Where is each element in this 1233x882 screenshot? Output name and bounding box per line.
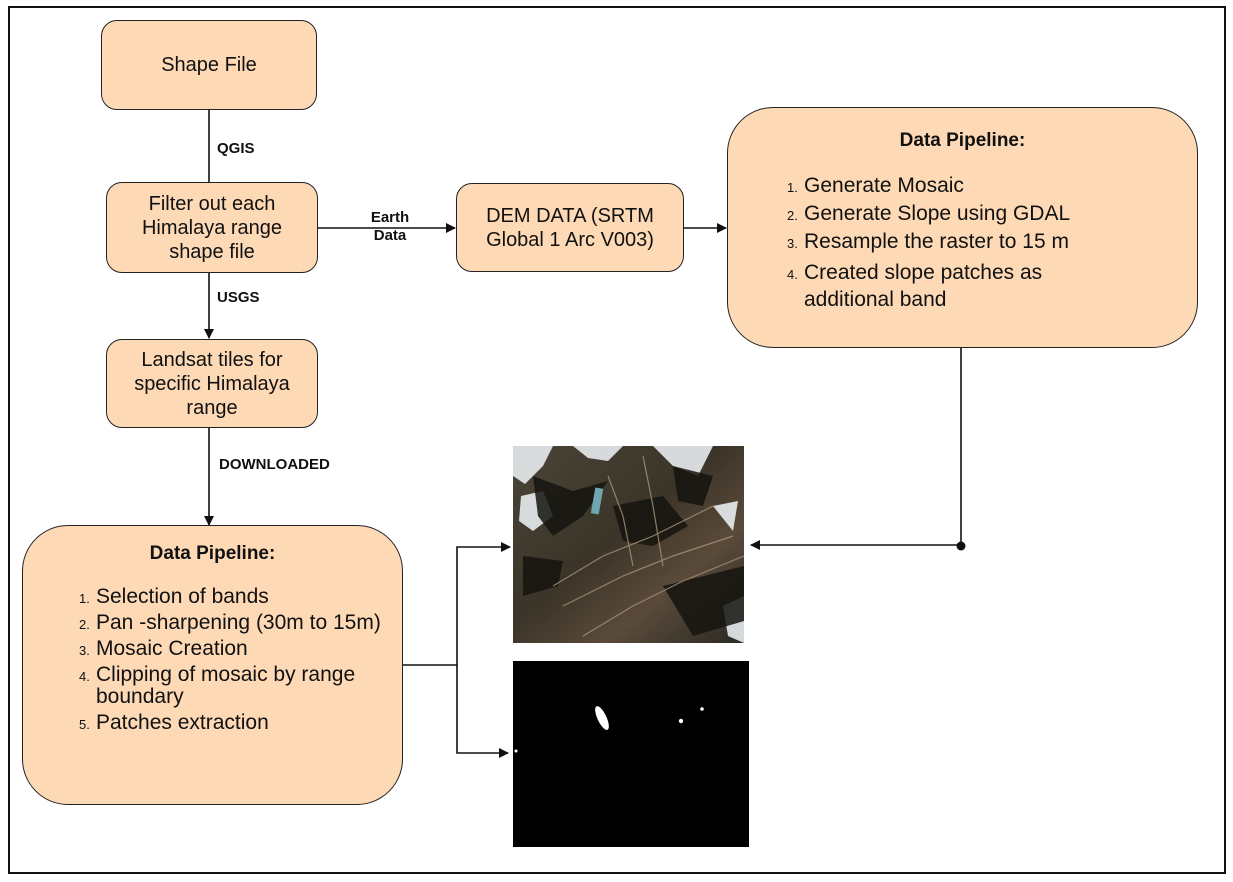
node-landsat-text: Landsat tiles for specific Himalaya rang… — [134, 348, 290, 419]
satellite-image-patch-icon — [513, 446, 744, 643]
pipeline-dem-step: Generate Slope using GDAL — [787, 202, 1071, 228]
node-dem-text: DEM DATA (SRTM Global 1 Arc V003) — [486, 204, 654, 251]
diagram-frame — [8, 6, 1226, 874]
label-qgis: QGIS — [217, 140, 255, 157]
pipeline-landsat-step: Mosaic Creation — [79, 637, 248, 663]
node-pipeline-landsat: Data Pipeline: Selection of bands Pan -s… — [22, 525, 403, 805]
pipeline-dem-step: Generate Mosaic — [787, 174, 964, 200]
pipeline-landsat-step: Selection of bands — [79, 585, 269, 611]
node-pipeline-dem: Data Pipeline: Generate Mosaic Generate … — [727, 107, 1198, 348]
label-usgs: USGS — [217, 289, 260, 306]
label-earth-data: Earth Data — [370, 209, 410, 244]
edge-pipeline-split — [402, 542, 511, 666]
binary-mask-patch-icon — [513, 661, 749, 847]
pipeline-landsat-step: Pan -sharpening (30m to 15m) — [79, 611, 381, 637]
node-dem: DEM DATA (SRTM Global 1 Arc V003) — [456, 183, 684, 272]
pipeline-landsat-steps: Selection of bands Pan -sharpening (30m … — [79, 585, 386, 737]
node-filter: Filter out each Himalaya range shape fil… — [106, 182, 318, 273]
node-shape-file: Shape File — [101, 20, 317, 110]
pipeline-landsat-step: Patches extraction — [79, 711, 269, 737]
edge-pipeline-mask — [456, 665, 509, 758]
junction-dot — [956, 541, 966, 551]
pipeline-dem-step: Resample the raster to 15 m — [787, 230, 1069, 256]
pipeline-dem-step: Created slope patches as additional band — [787, 261, 1043, 311]
pipeline-landsat-step: Clipping of mosaic by range boundary — [79, 663, 356, 708]
label-downloaded: DOWNLOADED — [219, 456, 330, 473]
pipeline-dem-steps: Generate Mosaic Generate Slope using GDA… — [787, 174, 1164, 313]
node-shape-file-text: Shape File — [161, 54, 257, 76]
node-landsat: Landsat tiles for specific Himalaya rang… — [106, 339, 318, 428]
node-filter-text: Filter out each Himalaya range shape fil… — [141, 192, 283, 263]
pipeline-dem-title: Data Pipeline: — [899, 130, 1026, 151]
pipeline-landsat-title: Data Pipeline: — [149, 543, 276, 564]
